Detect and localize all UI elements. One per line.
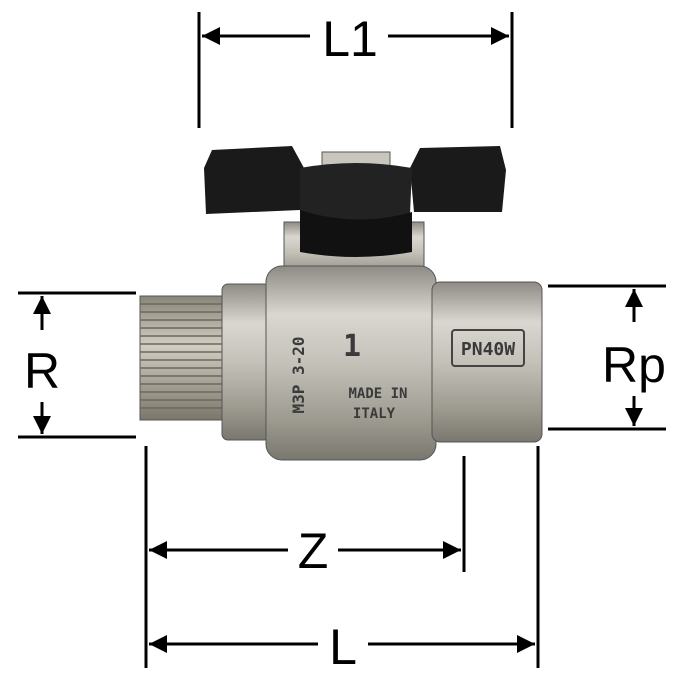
rating-plate xyxy=(451,329,525,367)
z-label: Z xyxy=(298,523,329,579)
origin-marking-line1: MADE IN xyxy=(348,386,407,402)
ball-valve-illustration: PN40W M3P 3-20 1 MADE IN ITALY xyxy=(139,146,543,461)
female-thread-end xyxy=(431,281,543,443)
standard-marking: M3P 3-20 xyxy=(289,336,308,413)
left-collar xyxy=(221,283,271,441)
l1-label: L1 xyxy=(322,11,378,67)
origin-marking-line2: ITALY xyxy=(353,406,396,422)
r-label: R xyxy=(24,343,60,399)
rating-marking: PN40W xyxy=(461,339,515,360)
male-thread-end xyxy=(139,295,223,421)
dimension-lines xyxy=(18,12,666,668)
butterfly-handle xyxy=(204,146,506,257)
numeral-marking: 1 xyxy=(343,329,361,364)
l-label: L xyxy=(329,619,357,675)
rp-label: Rp xyxy=(602,337,666,393)
